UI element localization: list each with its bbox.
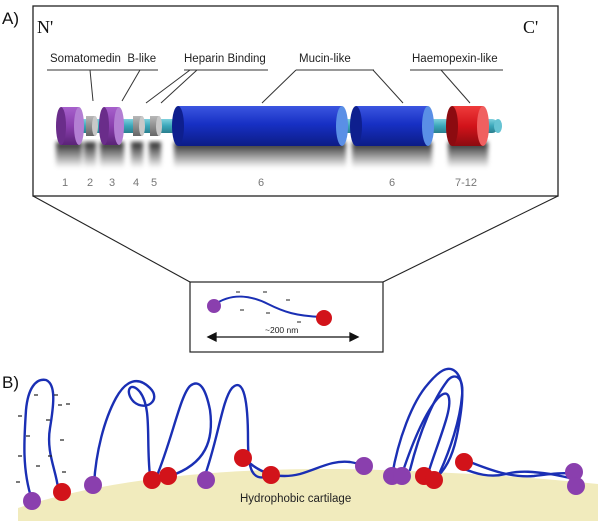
zoom-lines [32, 195, 559, 283]
mucin-like-label: Mucin-like [299, 53, 351, 65]
heparin-binding-label: Heparin Binding [184, 53, 266, 65]
somatomedin-bead [567, 477, 585, 495]
somatomedin-bead [84, 476, 102, 494]
haemopexin-bead [159, 467, 177, 485]
panel-a-frame [32, 5, 559, 197]
small-domain-2 [86, 116, 98, 136]
leader-lines [47, 69, 503, 104]
mucin-domain-2 [350, 106, 434, 146]
exon-label: 6 [389, 177, 395, 189]
haemopexin-bead [234, 449, 252, 467]
overview-charges [236, 291, 301, 323]
c-terminus-label: C' [523, 17, 538, 37]
overview-somatomedin [207, 299, 221, 313]
haemopexin-bead [53, 483, 71, 501]
panel-a-label: A) [2, 9, 19, 28]
exon-label: 4 [133, 177, 139, 189]
small-domain-5 [150, 116, 162, 136]
overview-haemopexin [316, 310, 332, 326]
exon-label: 7-12 [455, 177, 477, 189]
n-terminus-label: N' [37, 17, 53, 37]
somatomedin-bead [355, 457, 373, 475]
somatomedin-bead [23, 492, 41, 510]
exon-label: 1 [62, 177, 68, 189]
somatomedin-bead [393, 467, 411, 485]
exon-label: 2 [87, 177, 93, 189]
cartilage-label: Hydrophobic cartilage [240, 493, 351, 505]
haemopexin-domain [446, 106, 489, 146]
scale-label: ~200 nm [265, 325, 298, 335]
somatomedin-domain-3 [99, 107, 124, 145]
exon-label: 3 [109, 177, 115, 189]
negative-charges [16, 394, 70, 483]
haemopexin-like-label: Haemopexin-like [412, 53, 498, 65]
molecule-shadows [56, 142, 488, 168]
end-domains [23, 449, 585, 510]
molecule-overview-box [189, 281, 384, 353]
somatomedin-label: Somatomedin B-like [50, 53, 156, 65]
exon-label: 5 [151, 177, 157, 189]
haemopexin-bead [262, 466, 280, 484]
scale-arrow [206, 331, 360, 343]
panel-b-label: B) [2, 373, 19, 392]
haemopexin-bead [143, 471, 161, 489]
somatomedin-bead [197, 471, 215, 489]
exon-label: 6 [258, 177, 264, 189]
linker-end-cap [494, 119, 502, 133]
overview-chain [213, 295, 323, 318]
somatomedin-bead [565, 463, 583, 481]
haemopexin-bead [455, 453, 473, 471]
haemopexin-bead [425, 471, 443, 489]
somatomedin-domain-1 [56, 107, 84, 145]
small-domain-4 [133, 116, 145, 136]
mucin-domain-1 [172, 106, 348, 146]
